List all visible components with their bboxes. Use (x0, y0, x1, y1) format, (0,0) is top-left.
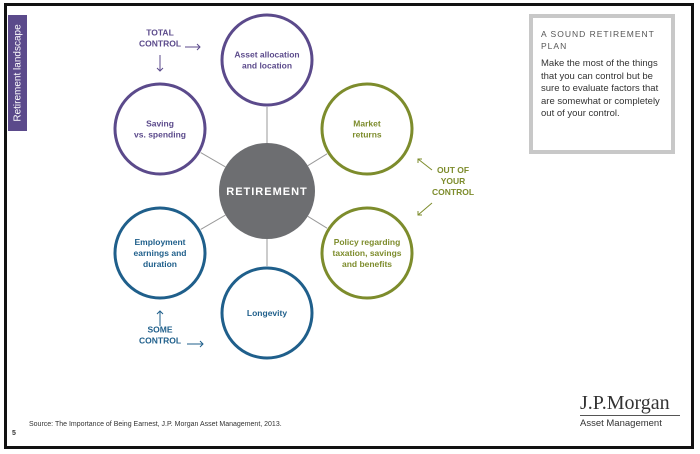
node-label-line: returns (352, 130, 382, 140)
arrowhead-icon (417, 211, 422, 216)
spoke (200, 214, 226, 230)
side-tab: Retirement landscape (8, 15, 27, 131)
arrow-up-left-icon (417, 158, 433, 171)
node-label-line: Policy regarding (334, 237, 401, 247)
node-circle (220, 13, 314, 107)
node-circle (113, 82, 207, 176)
arrowhead-icon (417, 158, 422, 163)
node-label-line: Asset allocation (234, 50, 299, 60)
center-label: RETIREMENT (226, 186, 308, 198)
node-label-line: earnings and (134, 248, 187, 258)
arrowhead-icon (156, 67, 164, 72)
control-label-line: CONTROL (139, 336, 181, 346)
arrowhead-icon (196, 43, 201, 51)
node-label-line: and benefits (342, 259, 392, 269)
node-label-line: vs. spending (134, 130, 186, 140)
source-note: Source: The Importance of Being Earnest,… (29, 421, 282, 428)
diagram-node: Longevity (220, 266, 314, 360)
node-label-line: duration (143, 259, 177, 269)
arrows (156, 43, 433, 348)
logo-subtitle: Asset Management (580, 418, 662, 429)
jpmorgan-logo: J.P.Morgan Asset Management (580, 392, 680, 430)
control-label-line: SOME (147, 325, 172, 335)
node-label-line: and location (242, 61, 292, 71)
callout-body: Make the most of the things that you can… (541, 58, 660, 119)
control-label-line: CONTROL (432, 187, 474, 197)
center-circle (219, 143, 315, 239)
node-circle (113, 206, 207, 300)
arrowhead-icon (156, 310, 164, 315)
control-label-line: YOUR (441, 176, 466, 186)
arrowhead-icon (199, 340, 204, 348)
spoke (307, 153, 328, 167)
node-label-line: Employment (134, 237, 185, 247)
page-number: 5 (12, 430, 16, 437)
node-label-line: Market (353, 119, 381, 129)
node-circle (320, 206, 414, 300)
spokes (200, 107, 328, 266)
node-circle (320, 82, 414, 176)
callout-title: A SOUND RETIREMENT PLAN (541, 29, 655, 51)
logo-divider (580, 415, 680, 416)
node-label-line: Longevity (247, 308, 287, 318)
control-label-line: TOTAL (146, 28, 174, 38)
arrow-down-left-icon (417, 202, 433, 216)
spoke (200, 152, 226, 168)
node-label-line: Saving (146, 119, 174, 129)
callout-box: A SOUND RETIREMENT PLAN Make the most of… (529, 14, 675, 154)
control-label-line: OUT OF (437, 165, 469, 175)
control-label-line: CONTROL (139, 39, 181, 49)
logo-name: J.P.Morgan (580, 392, 670, 414)
center: RETIREMENT (219, 143, 315, 239)
node-label-line: taxation, savings (333, 248, 402, 258)
spoke (307, 215, 328, 229)
node-circle (220, 266, 314, 360)
